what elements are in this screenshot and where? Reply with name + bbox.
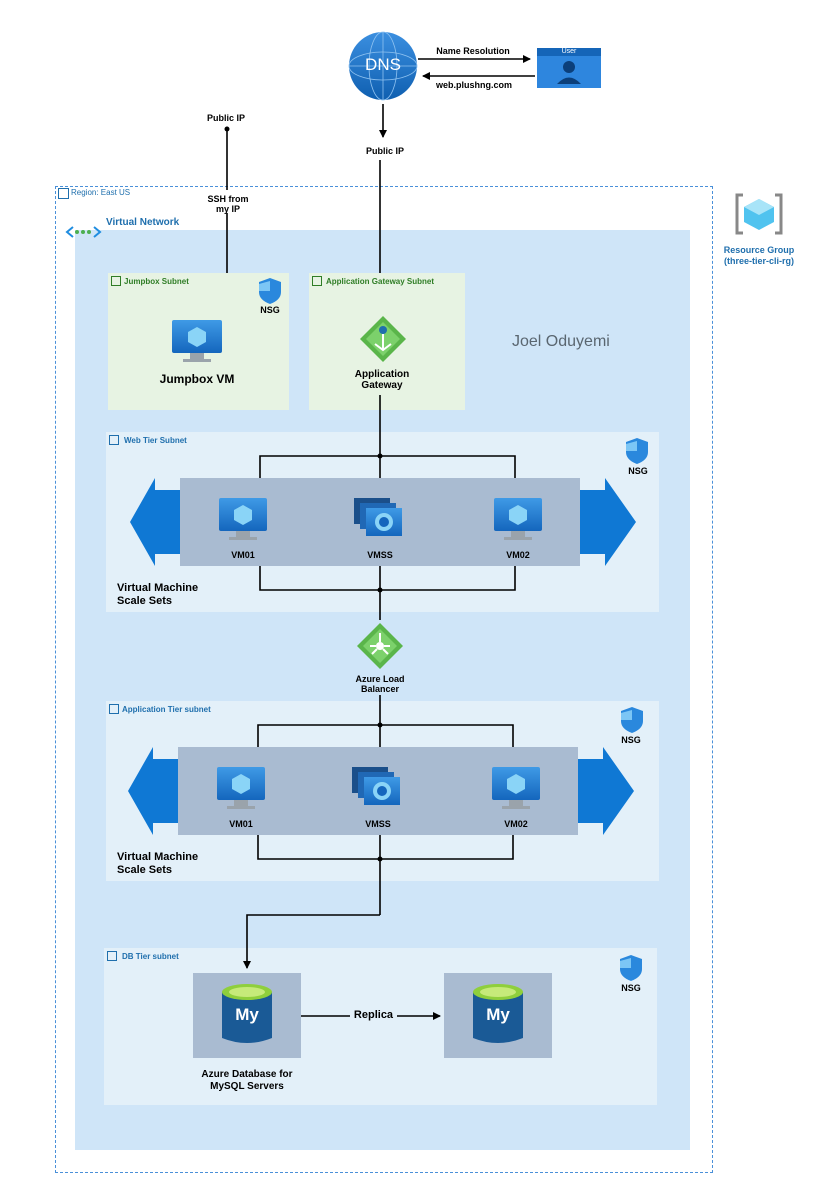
ssh-label-line2: my IP: [215, 204, 240, 214]
nsg-label: NSG: [621, 983, 641, 993]
app-gateway-line2: Gateway: [361, 380, 403, 391]
nsg-label: NSG: [621, 735, 641, 745]
vm01-label: VM01: [229, 819, 253, 829]
public-ip-jumpbox: Public IP: [206, 113, 245, 123]
public-ip-gateway: Public IP: [365, 146, 404, 156]
vmss-label: VMSS: [365, 819, 391, 829]
replica-label: Replica: [353, 1009, 394, 1021]
vnet-label: Virtual Network: [106, 217, 180, 228]
vm01-label: VM01: [231, 550, 255, 560]
scale-sets-line2: Scale Sets: [117, 595, 173, 607]
mysql-icon: My: [235, 1005, 259, 1024]
subnet-lock-icon: [109, 704, 119, 714]
vm02-label: VM02: [506, 550, 530, 560]
scale-sets-line1: Virtual Machine: [117, 851, 199, 863]
resource-group-line1: Resource Group: [723, 245, 795, 255]
app-gateway-line1: Application: [354, 369, 410, 380]
ssh-label-line1: SSH from: [207, 194, 249, 204]
flag-icon: [58, 188, 69, 199]
app-tier-label: Application Tier subnet: [122, 705, 211, 714]
author-name: Joel Oduyemi: [512, 333, 610, 350]
dns-icon: DNS: [365, 55, 401, 74]
region-east-us: [55, 186, 713, 1173]
web-domain-label: web.plushng.com: [435, 80, 512, 90]
db-tier-label: DB Tier subnet: [122, 952, 179, 961]
subnet-lock-icon: [109, 435, 119, 445]
nsg-label: NSG: [628, 466, 648, 476]
mysql-label-line1: Azure Database for: [201, 1069, 293, 1080]
subnet-lock-icon: [111, 276, 121, 286]
jumpbox-subnet-label: Jumpbox Subnet: [124, 277, 189, 286]
subnet-lock-icon: [312, 276, 322, 286]
mysql-label-line2: MySQL Servers: [210, 1081, 284, 1092]
vm02-label: VM02: [504, 819, 528, 829]
vmss-label: VMSS: [367, 550, 393, 560]
jumpbox-vm-label: Jumpbox VM: [159, 372, 235, 386]
web-tier-label: Web Tier Subnet: [124, 436, 187, 445]
scale-sets-line1: Virtual Machine: [117, 582, 199, 594]
name-resolution-label: Name Resolution: [436, 46, 510, 56]
load-balancer-line1: Azure Load: [355, 674, 405, 684]
nsg-label: NSG: [260, 305, 280, 315]
appgw-subnet-label: Application Gateway Subnet: [326, 277, 435, 286]
mysql-icon: My: [486, 1005, 510, 1024]
subnet-lock-icon: [107, 951, 117, 961]
resource-group-line2: (three-tier-cli-rg): [723, 256, 794, 266]
scale-sets-line2: Scale Sets: [117, 864, 173, 876]
region-label: Region: East US: [71, 188, 131, 197]
user-icon: User: [561, 48, 577, 55]
load-balancer-line2: Balancer: [360, 684, 400, 694]
